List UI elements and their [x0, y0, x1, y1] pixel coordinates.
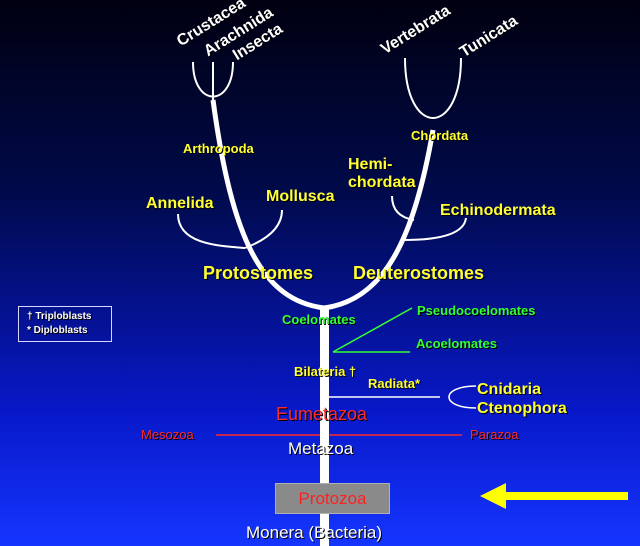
legend-diploblasts: * Diploblasts: [27, 325, 88, 336]
trunk: [320, 306, 329, 546]
label-coelomates: Coelomates: [282, 312, 356, 327]
label-echinodermata: Echinodermata: [440, 202, 556, 219]
label-eumetazoa: Eumetazoa: [276, 404, 368, 424]
protozoa-box: Protozoa: [275, 483, 390, 514]
legend-triploblasts: † Triploblasts: [27, 311, 92, 322]
tip-insecta: Insecta: [229, 20, 286, 64]
label-hemichordata: Hemi- chordata: [348, 156, 416, 191]
label-annelida: Annelida: [146, 195, 214, 212]
protostome-branch: [210, 99, 325, 311]
tip-vertebrata: Vertebrata: [377, 2, 454, 58]
pseudocoelomates-line: [332, 307, 413, 353]
label-parazoa: Parazoa: [470, 427, 519, 442]
label-metazoa: Metazoa: [288, 439, 354, 458]
mollusca-bracket: [244, 209, 283, 249]
chordata-fan: [404, 57, 462, 119]
label-cnidaria: Cnidaria: [477, 381, 542, 398]
deuterostome-branch: [323, 129, 436, 311]
label-radiata: Radiata*: [368, 376, 421, 391]
label-chordata: Chordata: [411, 128, 469, 143]
echinodermata-bracket: [403, 217, 467, 241]
arrow-left-icon: [480, 483, 628, 509]
label-acoelomates: Acoelomates: [416, 336, 497, 351]
tip-tunicata: Tunicata: [456, 12, 521, 61]
label-bilateria: Bilateria †: [294, 364, 357, 379]
label-protostomes: Protostomes: [203, 263, 314, 283]
arthropoda-fan: [192, 61, 234, 98]
label-deuterostomes: Deuterostomes: [353, 263, 485, 283]
radiata-bracket: [448, 385, 477, 409]
label-monera: Monera (Bacteria): [246, 523, 383, 542]
annelida-bracket: [177, 213, 246, 249]
label-mollusca: Mollusca: [266, 188, 335, 205]
label-ctenophora: Ctenophora: [477, 400, 567, 417]
label-arthropoda: Arthropoda: [183, 141, 254, 156]
legend-box: † Triploblasts * Diploblasts: [18, 306, 112, 342]
hemichordata-bracket: [391, 195, 415, 221]
label-mesozoa: Mesozoa: [141, 427, 194, 442]
label-protozoa: Protozoa: [298, 489, 367, 508]
label-pseudocoelomates: Pseudocoelomates: [417, 303, 536, 318]
